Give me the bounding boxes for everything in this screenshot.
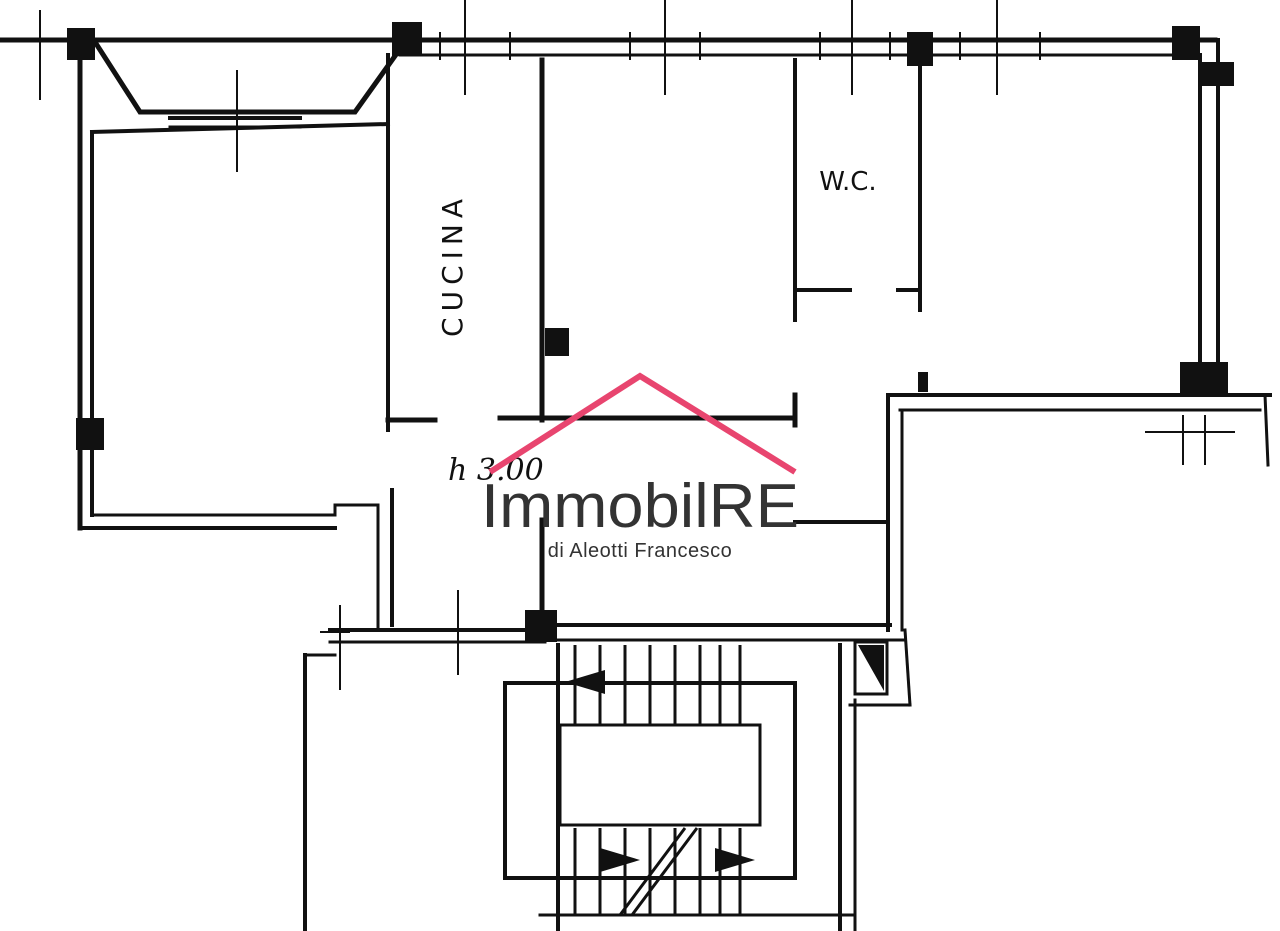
pillars: [67, 22, 1234, 642]
roof-icon: [488, 372, 797, 475]
walls: [0, 37, 1272, 931]
brand-name: ImmobilRE: [481, 472, 799, 541]
brand-subtitle: di Aleotti Francesco: [548, 540, 733, 562]
stair-arrows: [565, 670, 755, 872]
window-marks: [39, 0, 1235, 690]
bathroom-label: W.C.: [819, 167, 876, 197]
elevator-shaft: [853, 640, 889, 696]
watermark-logo: ImmobilRE di Aleotti Francesco: [481, 372, 799, 562]
kitchen-label: CUCINA: [436, 193, 469, 337]
